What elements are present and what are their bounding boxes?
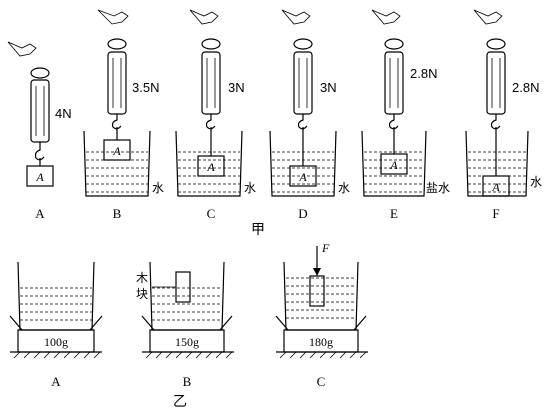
liquid-label: 水 [152, 181, 164, 195]
spring-scale-hook [297, 114, 308, 130]
panel-label: E [390, 206, 398, 221]
liquid-label: 水 [338, 181, 350, 195]
scale-display: 150g [175, 335, 199, 349]
yi-panel-c: F 180g C [275, 241, 368, 389]
figure-caption-yi: 乙 [173, 394, 187, 410]
jia-panel-f: A 2.8N 水 F [465, 9, 542, 221]
spring-scale-body [30, 79, 50, 143]
figure-caption-jia: 甲 [251, 223, 265, 238]
block-label: A [112, 144, 121, 158]
panel-label: D [298, 206, 307, 221]
scale-reading: 2.8N [512, 80, 539, 95]
jia-panel-c: A 3N 水 C [175, 9, 256, 221]
beaker [269, 130, 337, 197]
hand-icon [7, 41, 37, 57]
spring-scale-ring [201, 38, 221, 50]
jia-panel-b: A 3.5N 水 B [83, 9, 164, 221]
block-label: A [298, 170, 307, 184]
panel-label: B [113, 206, 122, 221]
block-a [380, 153, 408, 175]
liquid-label: 盐水 [426, 181, 450, 195]
ground-hatch [279, 351, 367, 359]
scale-reading: 2.8N [410, 66, 437, 81]
spring-scale-hook [388, 114, 399, 130]
scale-tray [141, 315, 233, 331]
beaker [283, 261, 359, 331]
block-a [289, 165, 317, 187]
spring-scale-body [384, 51, 404, 115]
spring-scale-body [486, 51, 506, 115]
jia-panel-d: A 3N 水 D [269, 9, 350, 221]
hand-icon [189, 9, 219, 25]
beaker [175, 130, 243, 197]
jia-panel-e: A 2.8N 盐水 E [361, 9, 450, 221]
scale-display: 100g [44, 335, 68, 349]
hand-icon [473, 9, 503, 25]
panel-label: B [183, 374, 192, 389]
spring-scale-ring [107, 38, 127, 50]
annotation-char-1: 木 [136, 271, 148, 285]
scale-reading: 4N [55, 106, 72, 121]
panel-label: C [317, 374, 326, 389]
yi-panel-a: 100g A [9, 261, 103, 389]
block-a [26, 165, 54, 187]
wooden-block [175, 271, 191, 303]
block-label: A [389, 158, 398, 172]
panel-label: A [51, 374, 61, 389]
spring-scale-ring [384, 38, 404, 50]
force-label: F [321, 241, 330, 255]
jia-panel-a: A 4N A [7, 41, 72, 221]
yi-panel-b: 木 块 150g B [136, 261, 234, 389]
liquid-label: 水 [530, 175, 542, 189]
ground-hatch [13, 351, 101, 359]
scale-tray [275, 315, 367, 331]
spring-scale-body [107, 51, 127, 115]
spring-scale-hook [490, 114, 501, 130]
spring-scale-ring [30, 67, 50, 79]
block-a [103, 139, 131, 161]
block-a [197, 155, 225, 177]
spring-scale-ring [293, 38, 313, 50]
beaker [361, 130, 427, 197]
spring-scale-body [201, 51, 221, 115]
spring-scale-ring [486, 38, 506, 50]
hand-icon [97, 9, 129, 25]
spring-scale-hook [34, 142, 45, 161]
wooden-block [309, 275, 325, 307]
spring-scale-hook [205, 114, 216, 130]
arrow-head-icon [313, 268, 321, 276]
panel-label: F [492, 206, 499, 221]
panel-label: C [207, 206, 216, 221]
spring-scale-body [293, 51, 313, 115]
hand-icon [371, 9, 401, 25]
scale-tray [9, 315, 103, 331]
block-label: A [206, 160, 215, 174]
scale-reading: 3N [320, 80, 337, 95]
annotation-char-2: 块 [136, 287, 148, 301]
hand-icon [281, 9, 311, 25]
scale-display: 180g [309, 335, 333, 349]
block-label: A [35, 170, 44, 184]
liquid-label: 水 [244, 181, 256, 195]
ground-hatch [145, 351, 233, 359]
beaker [83, 130, 151, 197]
scale-reading: 3N [228, 80, 245, 95]
block-label: A [491, 180, 500, 194]
scale-reading: 3.5N [132, 80, 159, 95]
spring-scale-hook [111, 114, 122, 130]
panel-label: A [35, 206, 45, 221]
block-a [482, 175, 510, 197]
